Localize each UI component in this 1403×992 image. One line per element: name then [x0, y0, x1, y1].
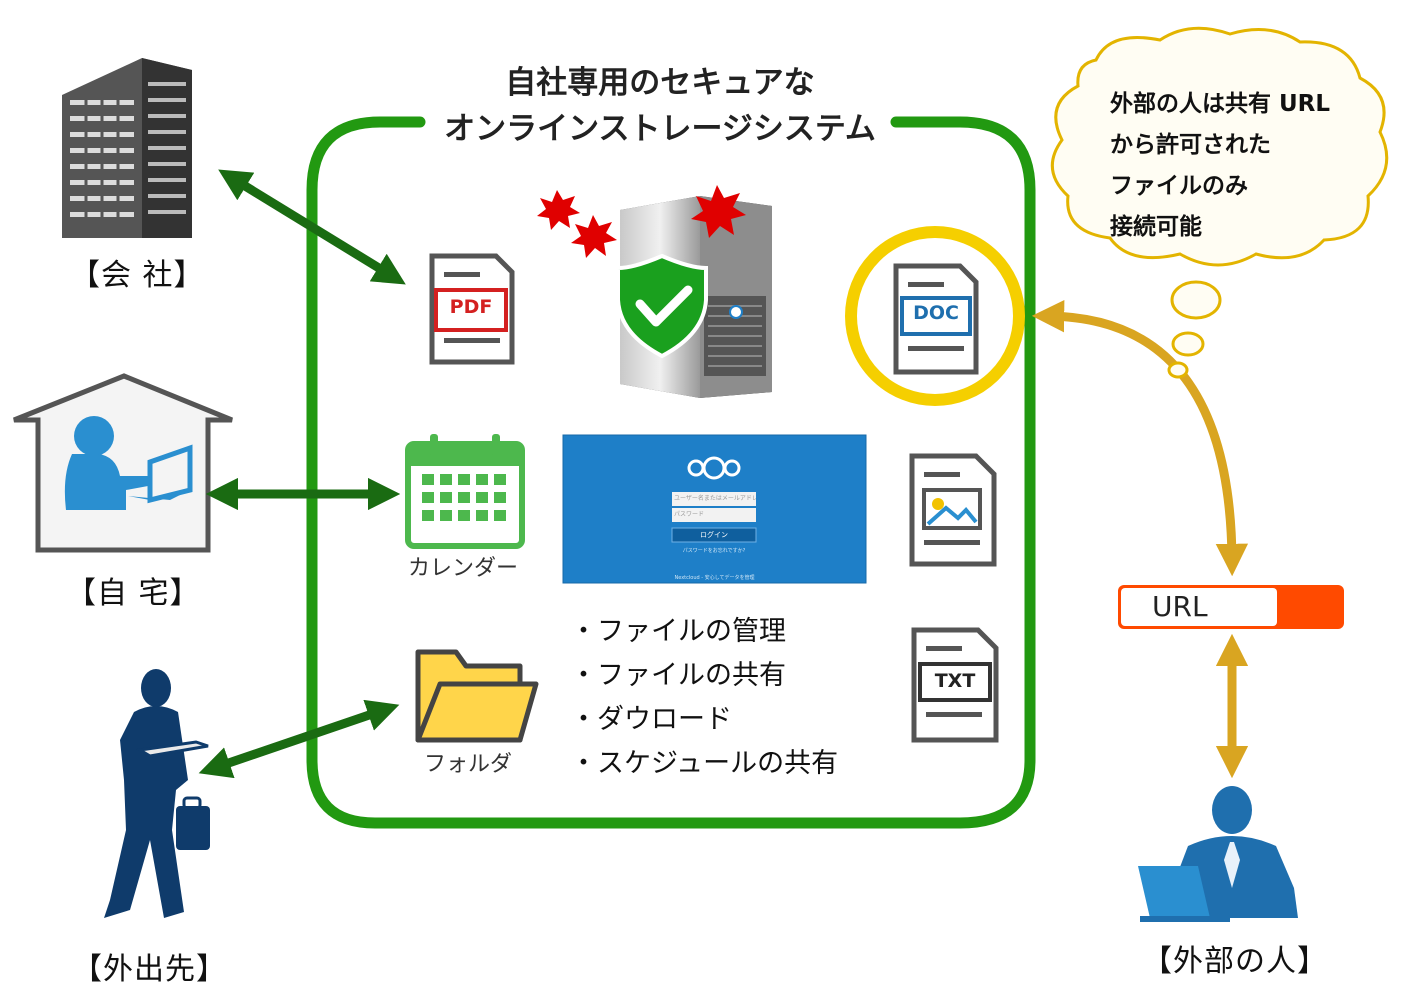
login-password-placeholder: パスワード [674, 511, 705, 518]
feature-item: ・ファイルの管理 [570, 616, 786, 647]
doc-to-url-arrow [1031, 299, 1249, 577]
external-person-icon [1138, 786, 1298, 922]
folder-label: フォルダ [424, 752, 513, 777]
person-at-laptop-icon [64, 416, 193, 510]
feature-item: ・ダウロード [570, 704, 732, 735]
doc-file-icon [893, 263, 979, 375]
bubble-line: 接続可能 [1110, 214, 1202, 240]
system-frame [306, 116, 1036, 829]
pdf-file-icon [429, 253, 515, 365]
businessman-walking-icon [104, 669, 210, 918]
txt-file-icon [911, 627, 999, 743]
system-title: 自社専用のセキュアな オンラインストレージシステム [410, 60, 910, 152]
external-label: 【外部の人】 [1142, 944, 1328, 979]
url-label: URL [1152, 590, 1208, 623]
feature-item: ・スケジュールの共有 [570, 748, 839, 779]
house-icon [13, 373, 233, 553]
office-label: 【会 社】 [70, 258, 205, 293]
login-username-placeholder: ユーザー名またはメールアドレス [674, 495, 756, 502]
thought-bubble-text: 外部の人は共有 URL から許可された ファイルのみ 接続可能 [1110, 84, 1330, 248]
login-screenshot [562, 434, 867, 584]
virus-icon [537, 185, 746, 258]
url-box [1118, 585, 1344, 629]
system-title-line1: 自社専用のセキュアな [505, 65, 815, 101]
calendar-icon [405, 434, 525, 549]
system-title-line2: オンラインストレージシステム [444, 111, 876, 147]
office-building-icon [62, 58, 192, 238]
office-arrow [218, 169, 406, 285]
feature-list: ・ファイルの管理 ・ファイルの共有 ・ダウロード ・スケジュールの共有 [570, 610, 838, 786]
outside-arrow [198, 699, 400, 779]
bubble-line: 外部の人は共有 URL [1110, 91, 1331, 117]
thought-bubble [1050, 26, 1389, 379]
login-footer: Nextcloud - 安心してデータを管理 [674, 575, 755, 581]
pdf-label: PDF [449, 296, 493, 318]
outside-label: 【外出先】 [72, 952, 227, 987]
home-label: 【自 宅】 [66, 576, 201, 611]
image-file-icon [909, 453, 997, 567]
bubble-line: から許可された [1110, 132, 1271, 158]
login-button: ログイン [700, 531, 728, 539]
doc-label: DOC [913, 302, 959, 324]
shield-check-icon [616, 253, 708, 359]
calendar-label: カレンダー [408, 556, 519, 581]
bubble-line: ファイルのみ [1110, 173, 1248, 199]
txt-label: TXT [934, 670, 976, 692]
feature-item: ・ファイルの共有 [570, 660, 786, 691]
highlight-ring [845, 226, 1025, 406]
folder-icon [415, 649, 539, 743]
login-forgot-link: パスワードをお忘れですか? [682, 548, 746, 554]
